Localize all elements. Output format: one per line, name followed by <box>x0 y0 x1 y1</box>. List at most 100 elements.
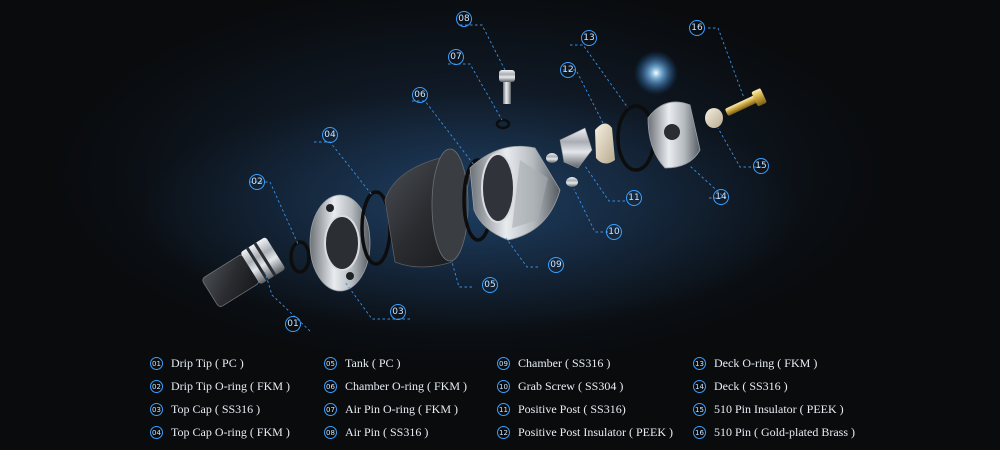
legend-number-badge: 14 <box>693 380 706 393</box>
legend-number-badge: 04 <box>150 426 163 439</box>
legend-label: Air Pin O-ring ( FKM ) <box>345 402 458 416</box>
legend-item: 09 Chamber ( SS316 ) <box>497 352 673 375</box>
svg-text:10: 10 <box>608 227 620 237</box>
svg-text:03: 03 <box>392 307 403 317</box>
deck-part <box>647 101 701 169</box>
legend-number-badge: 08 <box>324 426 337 439</box>
legend-number-badge: 11 <box>497 403 510 416</box>
callout-15: 15 <box>753 158 769 174</box>
legend-item: 11 Positive Post ( SS316) <box>497 398 673 421</box>
legend-item: 06 Chamber O-ring ( FKM ) <box>324 375 467 398</box>
legend-item: 08 Air Pin ( SS316 ) <box>324 421 467 444</box>
light-flare <box>634 51 678 95</box>
callout-01: 01 <box>285 316 301 332</box>
legend-number-badge: 05 <box>324 357 337 370</box>
positive-post-insulator-part <box>595 123 615 164</box>
parts-legend: 01 Drip Tip ( PC ) 02 Drip Tip O-ring ( FK… <box>150 352 870 442</box>
legend-item: 03 Top Cap ( SS316 ) <box>150 398 290 421</box>
legend-number-badge: 09 <box>497 357 510 370</box>
callout-09: 09 <box>548 257 564 273</box>
legend-label: Drip Tip O-ring ( FKM ) <box>171 379 291 393</box>
legend-label: Drip Tip ( PC ) <box>171 356 244 370</box>
callout-12: 12 <box>560 62 576 78</box>
legend-number-badge: 01 <box>150 357 163 370</box>
air-pin-oring-part <box>495 118 511 130</box>
legend-item: 12 Positive Post Insulator ( PEEK ) <box>497 421 673 444</box>
svg-text:15: 15 <box>755 161 766 171</box>
510-pin-part <box>725 88 767 116</box>
legend-label: 510 Pin ( Gold-plated Brass ) <box>714 425 855 439</box>
svg-text:01: 01 <box>287 319 298 329</box>
svg-text:12: 12 <box>562 65 573 75</box>
legend-item: 10 Grab Screw ( SS304 ) <box>497 375 673 398</box>
legend-number-badge: 12 <box>497 426 510 439</box>
drip-tip-oring-part <box>289 240 311 274</box>
svg-text:05: 05 <box>484 280 495 290</box>
legend-label: Tank ( PC ) <box>345 356 401 370</box>
svg-text:08: 08 <box>458 14 470 24</box>
legend-item: 13 Deck O-ring ( FKM ) <box>693 352 855 375</box>
leader-lines <box>250 24 761 332</box>
legend-label: Deck ( SS316 ) <box>714 379 788 393</box>
legend-item: 01 Drip Tip ( PC ) <box>150 352 290 375</box>
grab-screw-part <box>546 153 578 187</box>
legend-item: 02 Drip Tip O-ring ( FKM ) <box>150 375 290 398</box>
legend-item: 07 Air Pin O-ring ( FKM ) <box>324 398 467 421</box>
legend-label: Positive Post ( SS316) <box>518 402 626 416</box>
legend-number-badge: 10 <box>497 380 510 393</box>
air-pin-part <box>499 70 515 104</box>
legend-item: 15 510 Pin Insulator ( PEEK ) <box>693 398 855 421</box>
positive-post-part <box>559 127 593 169</box>
legend-label: Grab Screw ( SS304 ) <box>518 379 624 393</box>
callout-10: 10 <box>606 224 622 240</box>
svg-text:11: 11 <box>628 193 639 203</box>
svg-text:06: 06 <box>414 90 426 100</box>
callout-05: 05 <box>482 277 498 293</box>
tank-part <box>384 148 471 268</box>
legend-item: 16 510 Pin ( Gold-plated Brass ) <box>693 421 855 444</box>
legend-column-1: 01 Drip Tip ( PC ) 02 Drip Tip O-ring ( FK… <box>150 352 290 444</box>
legend-item: 04 Top Cap O-ring ( FKM ) <box>150 421 290 444</box>
legend-label: Air Pin ( SS316 ) <box>345 425 429 439</box>
svg-text:13: 13 <box>583 33 594 43</box>
legend-label: Top Cap ( SS316 ) <box>171 402 261 416</box>
callout-04: 04 <box>322 127 338 143</box>
callout-16: 16 <box>689 20 705 36</box>
callout-03: 03 <box>390 304 406 320</box>
callout-02: 02 <box>249 174 265 190</box>
510-pin-insulator-part <box>705 108 723 128</box>
legend-label: Top Cap O-ring ( FKM ) <box>171 425 290 439</box>
legend-number-badge: 07 <box>324 403 337 416</box>
legend-column-4: 13 Deck O-ring ( FKM ) 14 Deck ( SS316 ) 1… <box>693 352 855 444</box>
callout-13: 13 <box>581 30 597 46</box>
legend-number-badge: 16 <box>693 426 706 439</box>
legend-number-badge: 02 <box>150 380 163 393</box>
chamber-part <box>469 145 561 241</box>
callout-11: 11 <box>626 190 642 206</box>
svg-text:02: 02 <box>251 177 262 187</box>
legend-number-badge: 13 <box>693 357 706 370</box>
legend-column-2: 05 Tank ( PC ) 06 Chamber O-ring ( FKM ) 0… <box>324 352 467 444</box>
legend-number-badge: 03 <box>150 403 163 416</box>
svg-text:04: 04 <box>324 130 336 140</box>
legend-item: 05 Tank ( PC ) <box>324 352 467 375</box>
callout-14: 14 <box>713 189 729 205</box>
drip-tip-part <box>202 237 285 307</box>
legend-label: Chamber ( SS316 ) <box>518 356 611 370</box>
legend-label: Positive Post Insulator ( PEEK ) <box>518 425 673 439</box>
legend-label: 510 Pin Insulator ( PEEK ) <box>714 402 844 416</box>
legend-label: Chamber O-ring ( FKM ) <box>345 379 467 393</box>
svg-text:16: 16 <box>691 23 703 33</box>
legend-number-badge: 15 <box>693 403 706 416</box>
svg-text:14: 14 <box>715 192 727 202</box>
svg-text:09: 09 <box>550 260 562 270</box>
callout-06: 06 <box>412 87 428 103</box>
legend-label: Deck O-ring ( FKM ) <box>714 356 818 370</box>
svg-text:07: 07 <box>450 52 461 62</box>
legend-item: 14 Deck ( SS316 ) <box>693 375 855 398</box>
callout-08: 08 <box>456 11 472 27</box>
callout-07: 07 <box>448 49 464 65</box>
legend-number-badge: 06 <box>324 380 337 393</box>
